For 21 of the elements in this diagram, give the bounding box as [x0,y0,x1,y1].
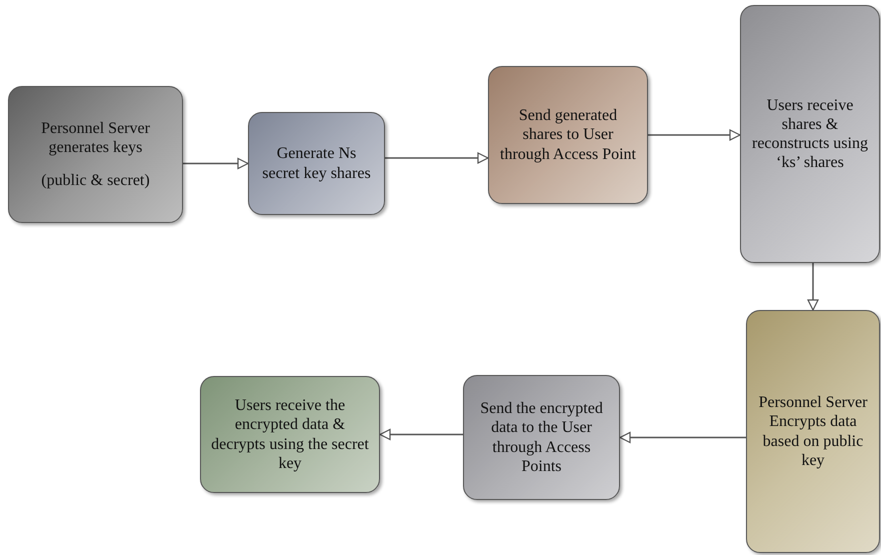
box-text: Generate Ns secret key shares [261,144,372,183]
box-text: Personnel Server Encrypts data based on public key [758,393,868,470]
arrow [183,158,249,170]
process-box [8,86,183,223]
box-text: Send generated shares to User through Access Point [499,106,637,164]
arrow [807,263,819,311]
process-box [200,376,380,493]
process-box [463,375,620,500]
process-box [740,5,880,263]
process-box [488,66,648,204]
process-box [746,310,880,553]
box-text: (public & secret) [41,171,150,190]
process-box [248,112,385,215]
arrow [648,129,741,141]
box-text: Users receive shares & reconstructs using ‘ks’ shares [751,96,869,172]
box-text: Send the encrypted data to the User through Access Points [479,399,604,476]
box-text: Users receive the encrypted data & decrypts using the secret key [210,396,370,473]
arrow [379,428,463,440]
arrow [385,152,489,164]
arrow [619,432,746,444]
box-text: Personnel Server generates keys [40,118,151,158]
